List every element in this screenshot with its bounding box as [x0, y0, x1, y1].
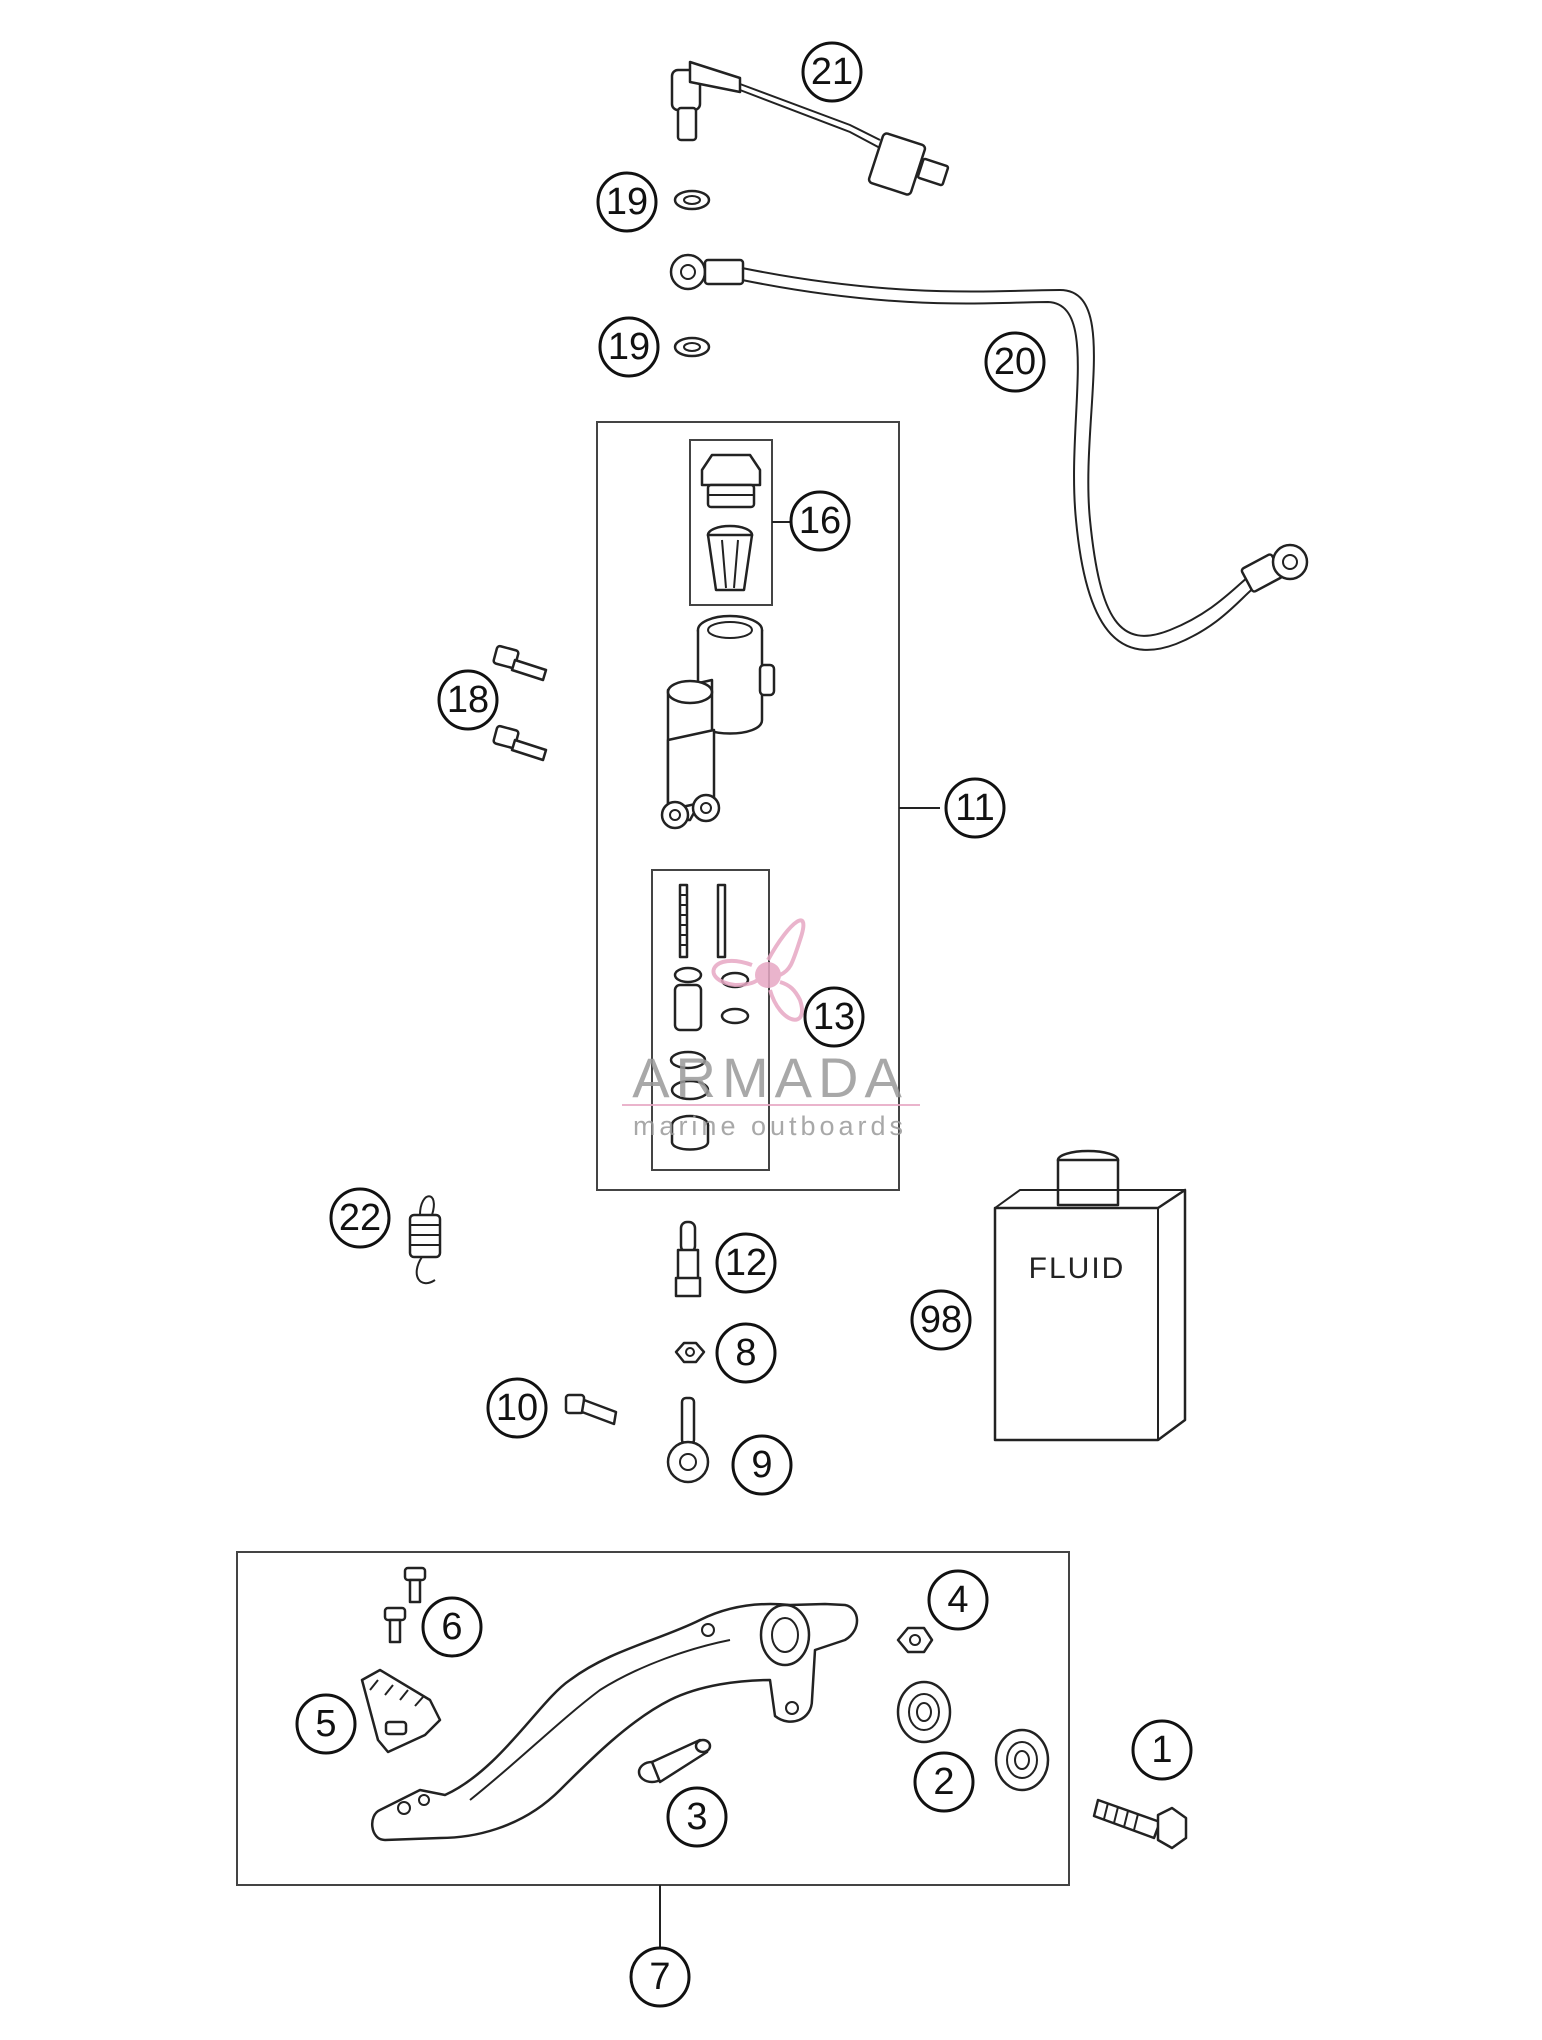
propeller-logo-icon	[711, 918, 806, 1022]
pivot-bolt	[1092, 1798, 1188, 1850]
watermark-title: ARMADA	[632, 1046, 908, 1109]
reservoir-filter	[706, 524, 754, 592]
callout-20: 20	[984, 331, 1046, 393]
callout-1: 1	[1131, 1719, 1193, 1781]
callout-21: 21	[801, 41, 863, 103]
washer-lower	[673, 336, 711, 358]
hex-nut	[674, 1341, 706, 1364]
brake-pedal-group-frame	[236, 1551, 1070, 1886]
fluid-label: FLUID	[1029, 1252, 1126, 1285]
brake-pedal-lever	[371, 1602, 859, 1842]
callout-2-label: 2	[933, 1761, 954, 1803]
callout-5: 5	[295, 1693, 357, 1755]
callout-16: 16	[789, 490, 851, 552]
master-cylinder-body	[660, 614, 776, 830]
watermark: ARMADA marine outboards	[622, 918, 920, 1141]
push-rod	[674, 1220, 702, 1298]
repair-kit-group-frame	[651, 869, 770, 1171]
callout-8-label: 8	[735, 1332, 756, 1374]
callout-1-label: 1	[1151, 1729, 1172, 1771]
callout-6-label: 6	[441, 1606, 462, 1648]
pedal-bearings	[896, 1680, 1050, 1792]
callout-18-label: 18	[447, 679, 489, 721]
callout-16-label: 16	[799, 500, 841, 542]
callout-98: 98	[910, 1289, 972, 1351]
repair-kit-parts	[669, 883, 750, 1151]
callout-11: 11	[944, 777, 1006, 839]
callout-4: 4	[927, 1569, 989, 1631]
callout-10-label: 10	[496, 1387, 538, 1429]
callout-13-label: 13	[813, 996, 855, 1038]
callout-9: 9	[731, 1434, 793, 1496]
master-cylinder-group-frame	[596, 421, 900, 1191]
callout-8: 8	[715, 1322, 777, 1384]
pin-bolt	[564, 1393, 618, 1426]
callout-3: 3	[666, 1786, 728, 1848]
callout-19-upper-label: 19	[606, 181, 648, 223]
callout-9-label: 9	[751, 1444, 772, 1486]
brake-hose	[669, 253, 1309, 651]
callout-22: 22	[329, 1187, 391, 1249]
callout-13: 13	[803, 986, 865, 1048]
pedal-nut	[896, 1626, 934, 1654]
callout-4-label: 4	[947, 1579, 968, 1621]
watermark-subtitle: marine outboards	[633, 1111, 907, 1141]
reservoir-cap	[700, 453, 762, 509]
callout-21-label: 21	[811, 51, 853, 93]
callout-5-label: 5	[315, 1703, 336, 1745]
callout-22-label: 22	[339, 1197, 381, 1239]
washer-upper	[673, 189, 711, 211]
footpeg-bolts	[383, 1566, 427, 1644]
clevis-eye	[666, 1396, 710, 1484]
mounting-bolts	[492, 644, 548, 762]
callout-18: 18	[437, 669, 499, 731]
return-spring	[408, 1195, 442, 1285]
callout-19-upper: 19	[596, 171, 658, 233]
callout-6: 6	[421, 1596, 483, 1658]
callout-19-lower-label: 19	[608, 326, 650, 368]
brake-fluid-bottle: FLUID	[993, 1149, 1187, 1442]
pedal-tip	[360, 1668, 442, 1754]
callout-11-label: 11	[955, 787, 994, 829]
callout-19-lower: 19	[598, 316, 660, 378]
callout-98-label: 98	[920, 1299, 962, 1341]
pivot-pin	[637, 1738, 712, 1784]
callout-10: 10	[486, 1377, 548, 1439]
callout-7: 7	[629, 1946, 691, 2008]
callout-20-label: 20	[994, 341, 1036, 383]
callout-7-label: 7	[649, 1956, 670, 1998]
sensor-cable	[670, 60, 950, 196]
callout-12: 12	[715, 1232, 777, 1294]
callout-3-label: 3	[686, 1796, 707, 1838]
callout-2: 2	[913, 1751, 975, 1813]
callout-12-label: 12	[725, 1242, 767, 1284]
